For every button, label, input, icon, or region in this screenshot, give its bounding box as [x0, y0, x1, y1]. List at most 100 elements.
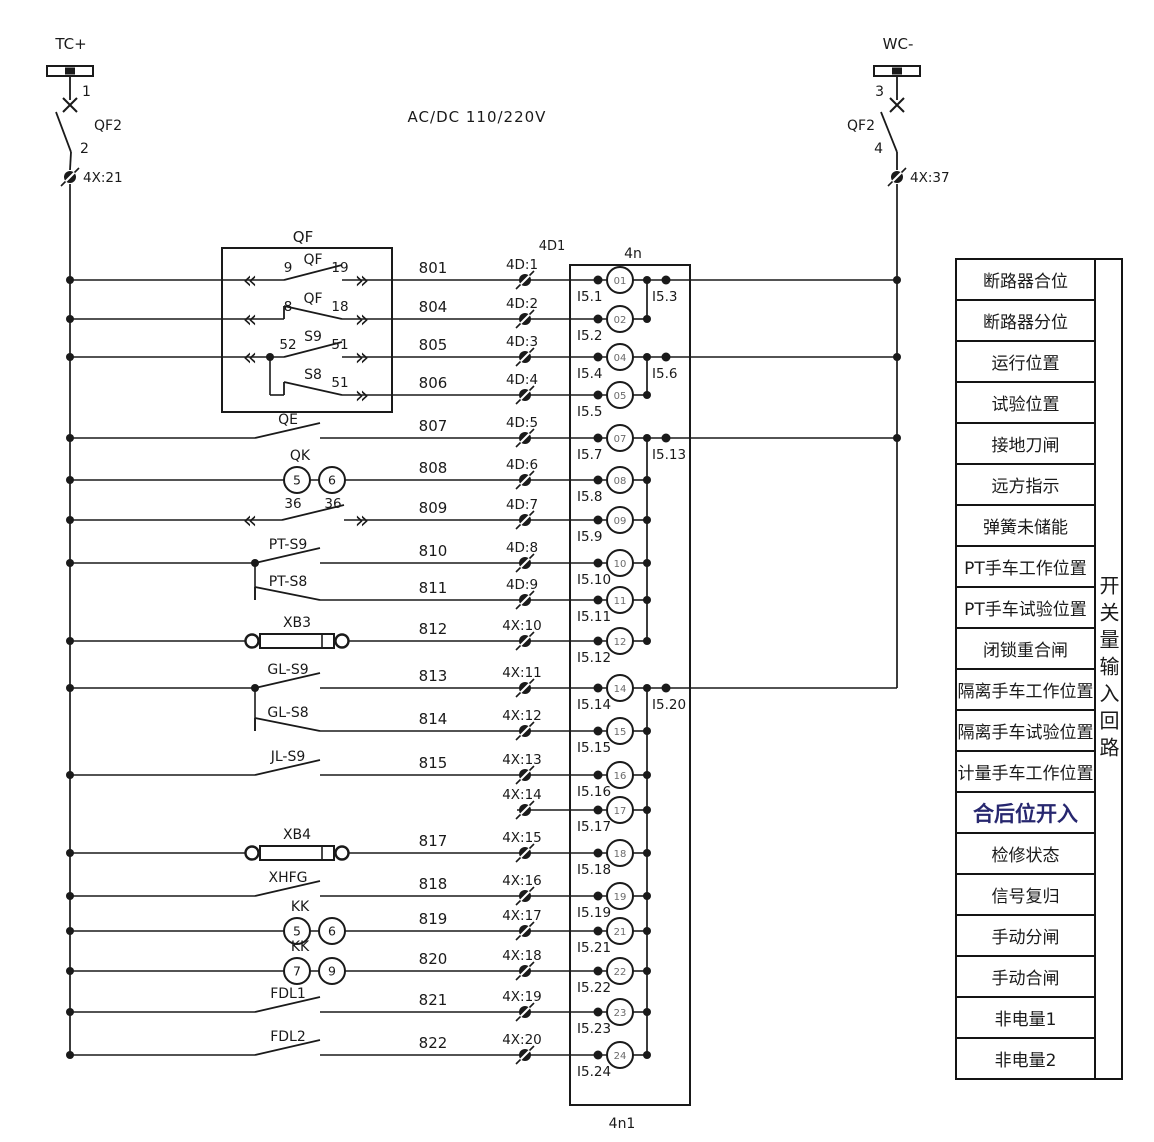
svg-text:8: 8: [284, 299, 293, 315]
svg-text:804: 804: [419, 298, 448, 316]
svg-text:4X:37: 4X:37: [910, 170, 950, 186]
side-table-row: 断路器合位: [957, 260, 1094, 301]
side-table-row: 隔离手车试验位置: [957, 711, 1094, 752]
svg-text:I5.9: I5.9: [577, 529, 602, 545]
svg-text:08: 08: [614, 476, 627, 487]
side-table-row: 远方指示: [957, 465, 1094, 506]
link-body: [259, 633, 335, 649]
svg-text:4D:5: 4D:5: [506, 415, 538, 431]
svg-text:09: 09: [614, 516, 627, 527]
svg-text:I5.11: I5.11: [577, 609, 611, 625]
circuit-title: AC/DC 110/220V: [408, 108, 546, 126]
svg-text:821: 821: [419, 991, 448, 1009]
svg-text:01: 01: [614, 276, 627, 287]
side-table-row-label: 手动分闸: [991, 928, 1060, 948]
svg-text:806: 806: [419, 374, 448, 392]
side-table-row: 非电量1: [957, 998, 1094, 1039]
side-table-row: 非电量2: [957, 1039, 1094, 1078]
svg-text:801: 801: [419, 259, 448, 277]
side-table-row-label: 接地刀闸: [991, 436, 1060, 456]
svg-text:822: 822: [419, 1034, 448, 1052]
svg-text:I5.24: I5.24: [577, 1064, 611, 1080]
svg-text:4X:18: 4X:18: [502, 948, 542, 964]
svg-text:QF2: QF2: [94, 118, 122, 134]
svg-text:4X:10: 4X:10: [502, 618, 542, 634]
svg-text:6: 6: [328, 924, 336, 939]
side-table-row-label: PT手车工作位置: [964, 559, 1087, 579]
svg-text:5: 5: [293, 924, 301, 939]
svg-text:05: 05: [614, 391, 627, 402]
side-table-row: 手动分闸: [957, 916, 1094, 957]
svg-text:4X:19: 4X:19: [502, 989, 542, 1005]
svg-text:17: 17: [614, 806, 627, 817]
side-table-row: 试验位置: [957, 383, 1094, 424]
svg-text:814: 814: [419, 710, 448, 728]
svg-text:10: 10: [614, 559, 627, 570]
side-table-row: 合后位开入: [957, 793, 1094, 834]
svg-text:«: «: [243, 343, 258, 371]
side-table-row-label: 远方指示: [991, 477, 1060, 497]
svg-text:PT-S8: PT-S8: [269, 574, 308, 590]
side-table-row-label: 手动合闸: [991, 969, 1060, 989]
svg-text:4X:15: 4X:15: [502, 830, 542, 846]
svg-text:I5.10: I5.10: [577, 572, 611, 588]
svg-text:4D:7: 4D:7: [506, 497, 538, 513]
side-table-row-label: 非电量2: [994, 1051, 1057, 1071]
svg-text:1: 1: [82, 84, 91, 100]
svg-text:4D1: 4D1: [539, 239, 566, 254]
side-table-row: 手动合闸: [957, 957, 1094, 998]
svg-text:TC+: TC+: [54, 35, 86, 53]
side-table-row: 信号复归: [957, 875, 1094, 916]
svg-text:4D:1: 4D:1: [506, 257, 538, 273]
svg-text:36: 36: [324, 496, 341, 512]
svg-text:18: 18: [614, 849, 627, 860]
svg-text:36: 36: [284, 496, 301, 512]
switch-pin-circle: [318, 466, 346, 494]
side-table-row-label: 计量手车工作位置: [957, 764, 1094, 784]
svg-text:4X:11: 4X:11: [502, 665, 542, 681]
side-table-row-label: 断路器分位: [983, 313, 1068, 333]
svg-text:I5.17: I5.17: [577, 819, 611, 835]
svg-text:S8: S8: [304, 367, 322, 383]
svg-text:23: 23: [614, 1008, 627, 1019]
svg-text:4D:8: 4D:8: [506, 540, 538, 556]
side-table-row: 隔离手车工作位置: [957, 670, 1094, 711]
svg-text:»: »: [355, 381, 370, 409]
side-table-row: 接地刀闸: [957, 424, 1094, 465]
svg-text:9: 9: [284, 260, 293, 276]
svg-text:»: »: [355, 266, 370, 294]
svg-text:I5.21: I5.21: [577, 940, 611, 956]
switch-pin-circle: [318, 957, 346, 985]
svg-text:4D:9: 4D:9: [506, 577, 538, 593]
svg-text:KK: KK: [291, 899, 310, 915]
side-table-row-label: PT手车试验位置: [964, 600, 1087, 620]
svg-text:51: 51: [331, 337, 348, 353]
side-table-row-label: 非电量1: [994, 1010, 1057, 1030]
svg-text:QF: QF: [303, 291, 322, 307]
side-table-row: 运行位置: [957, 342, 1094, 383]
svg-text:4X:21: 4X:21: [83, 170, 123, 186]
svg-text:QF2: QF2: [847, 118, 875, 134]
svg-text:9: 9: [328, 964, 336, 979]
svg-text:XHFG: XHFG: [268, 870, 307, 886]
svg-text:4X:12: 4X:12: [502, 708, 542, 724]
svg-text:11: 11: [614, 596, 627, 607]
side-table-row: PT手车试验位置: [957, 588, 1094, 629]
svg-text:«: «: [243, 305, 258, 333]
svg-text:6: 6: [328, 473, 336, 488]
svg-text:19: 19: [331, 260, 348, 276]
svg-text:811: 811: [419, 579, 448, 597]
svg-text:JL-S9: JL-S9: [270, 749, 306, 765]
